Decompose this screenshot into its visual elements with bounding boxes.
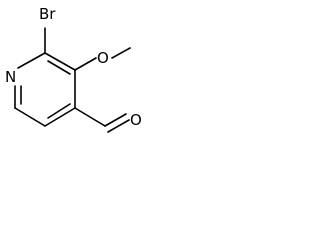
aldehyde-oxygen-label: O <box>130 111 142 129</box>
bond-c4-cho <box>74 107 106 127</box>
nitrogen-label: N <box>5 68 16 86</box>
structure-canvas: Br N O O <box>0 0 181 154</box>
bond-cho-o <box>104 113 127 127</box>
bond-c4-c5 <box>44 107 76 127</box>
bromine-label: Br <box>39 5 56 23</box>
bond-c4-c5-inner <box>47 103 71 119</box>
methoxy-oxygen-label: O <box>97 49 109 67</box>
bond-cho-o-double <box>107 119 130 133</box>
bond-o-ch3 <box>111 47 131 59</box>
molecule-diagram: Br N O O <box>5 5 142 133</box>
bond-c2-c3-inner <box>47 60 71 75</box>
bond-c5-c6 <box>14 107 46 127</box>
bond-c2-c3 <box>44 52 76 71</box>
bond-c3-o <box>74 57 97 71</box>
bond-n1-c2 <box>17 52 46 69</box>
